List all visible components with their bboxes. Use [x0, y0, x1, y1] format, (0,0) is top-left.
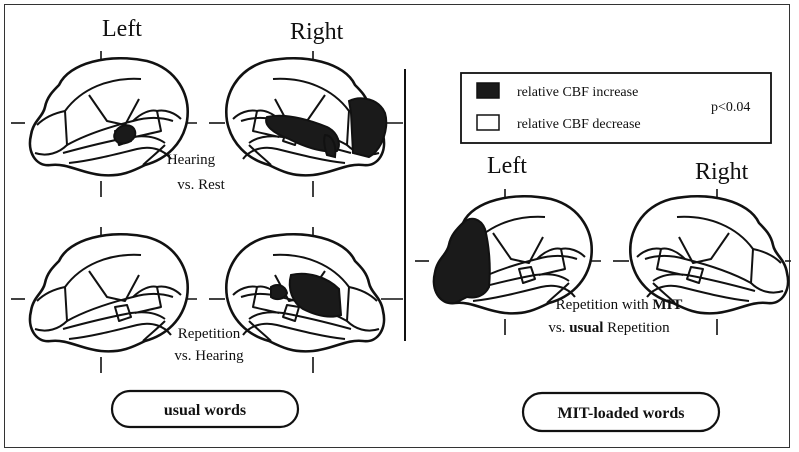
legend-increase-swatch: [477, 83, 499, 98]
brain-mit-right: [613, 189, 791, 335]
mit-caption-line2-c: Repetition: [603, 320, 670, 336]
figure-frame: Left Right Hearing vs. Rest: [4, 4, 790, 448]
mit-caption-line1-b: MIT: [652, 297, 682, 313]
left-panel-col-left: Left: [102, 16, 142, 42]
mit-caption-line1: Repetition with MIT: [556, 297, 683, 313]
legend-decrease-label: relative CBF decrease: [517, 117, 641, 132]
mit-words-label: MIT-loaded words: [558, 405, 685, 422]
usual-words-label: usual words: [164, 402, 246, 419]
legend-increase-label: relative CBF increase: [517, 85, 638, 100]
mit-caption-line2: vs. usual Repetition: [548, 320, 670, 336]
brain-hearing-left: [11, 51, 197, 197]
row1-caption-line2: vs. Rest: [177, 177, 225, 193]
right-panel-col-right: Right: [695, 159, 749, 185]
figure-svg: Left Right Hearing vs. Rest: [5, 5, 791, 449]
legend-decrease-swatch: [477, 115, 499, 130]
left-panel-col-right: Right: [290, 19, 344, 45]
right-panel-col-left: Left: [487, 153, 527, 179]
brain-mit-left: [415, 189, 601, 335]
legend-pvalue: p<0.04: [711, 100, 750, 115]
row1-caption-line1: Hearing: [167, 152, 216, 168]
brain-hearing-right: [209, 51, 403, 197]
mit-caption-line2-b: usual: [569, 320, 603, 336]
mit-caption-line2-a: vs.: [548, 320, 569, 336]
row2-caption-line2: vs. Hearing: [174, 348, 244, 364]
row2-caption-line1: Repetition: [178, 326, 241, 342]
brain-repetition-left: [11, 227, 197, 373]
mit-caption-line1-a: Repetition with: [556, 297, 653, 313]
